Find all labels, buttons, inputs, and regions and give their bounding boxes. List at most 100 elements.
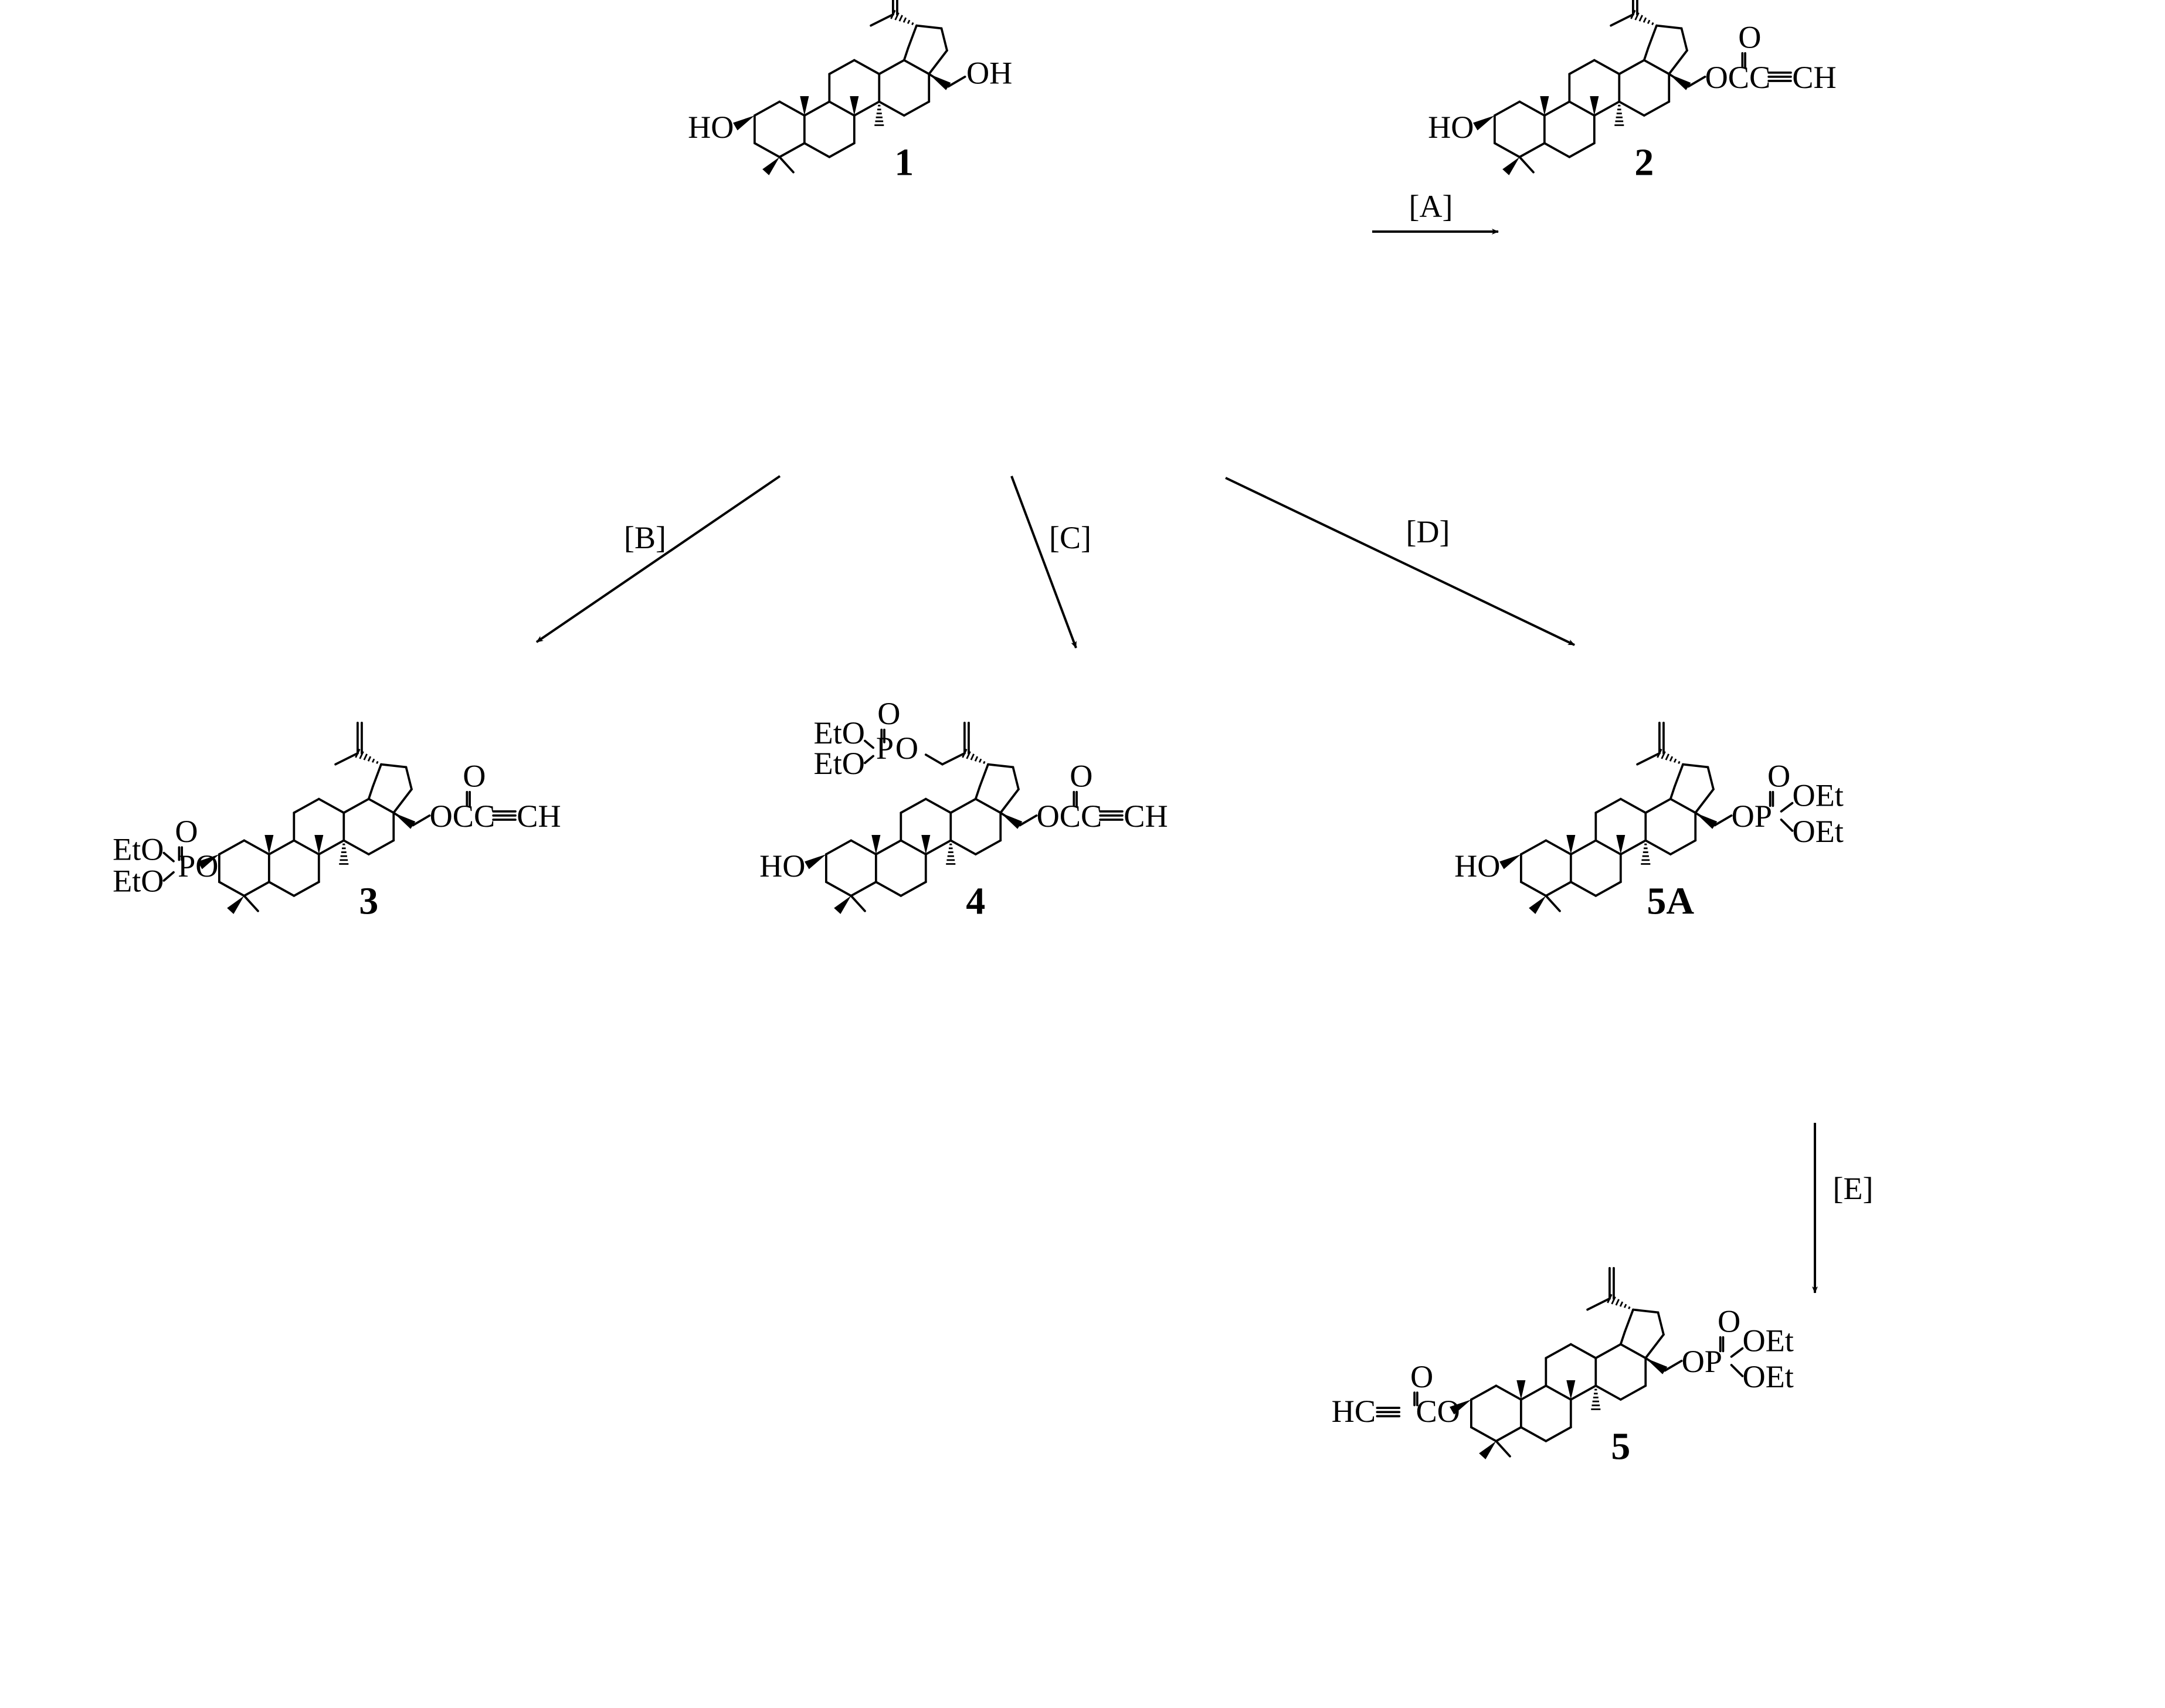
bond xyxy=(1545,1426,1572,1442)
bond xyxy=(824,881,853,897)
c28-wedge xyxy=(1000,813,1023,829)
bond xyxy=(1623,1308,1634,1333)
methyl-wedge xyxy=(1616,834,1626,854)
arrow-D-label: [D] xyxy=(1406,514,1450,549)
methyl-wedge xyxy=(762,157,780,175)
carbonyl-oxygen-label: O xyxy=(1070,758,1092,793)
bond xyxy=(753,100,781,117)
bond xyxy=(371,763,382,788)
hash-stroke xyxy=(974,756,979,762)
hash-stroke xyxy=(1628,1306,1631,1309)
compound-number-label: 4 xyxy=(966,880,985,922)
bond xyxy=(380,763,408,769)
ethoxy-label: OEt xyxy=(1742,1323,1793,1358)
isopropenyl-hashed xyxy=(962,748,986,764)
bond xyxy=(928,49,948,76)
bond xyxy=(878,100,905,117)
bond xyxy=(1619,1343,1647,1360)
bond xyxy=(267,881,296,897)
bond xyxy=(874,839,902,855)
bond xyxy=(987,763,1014,769)
bond xyxy=(1694,788,1715,814)
isopropenyl-methyl xyxy=(941,752,966,766)
phosphate-ester-label: PO xyxy=(178,848,218,884)
arrow-B-label: [B] xyxy=(624,520,666,555)
bond xyxy=(1632,1308,1660,1314)
bond xyxy=(1543,142,1571,158)
ester-label: OCC xyxy=(1705,60,1771,95)
bond xyxy=(949,797,977,814)
isopropenyl-hashed xyxy=(1657,748,1681,764)
bond xyxy=(1568,142,1596,158)
arrow-C-label: [C] xyxy=(1049,520,1091,555)
compound-number-label: 5 xyxy=(1611,1425,1630,1468)
bond xyxy=(1012,766,1020,790)
hash-stroke xyxy=(1615,1299,1620,1306)
isopropenyl-methyl xyxy=(1636,752,1661,766)
bond xyxy=(218,881,246,897)
hash-stroke xyxy=(970,753,975,760)
bond xyxy=(1495,1426,1522,1442)
bond xyxy=(1669,797,1697,814)
hydroxyl-label: OH xyxy=(966,56,1012,91)
methyl-wedge xyxy=(1566,834,1576,854)
terminal-ch-label: CH xyxy=(1792,60,1836,95)
hydroxyl-label: HO xyxy=(1454,848,1500,884)
bond xyxy=(317,839,345,855)
compound-number-label: 2 xyxy=(1634,141,1654,184)
methyl-bond xyxy=(1495,1439,1511,1458)
bond xyxy=(1669,839,1697,855)
methyl-wedge xyxy=(314,834,324,854)
methyl-wedge xyxy=(1516,1380,1526,1400)
bond xyxy=(1619,1384,1647,1401)
ch2-o-bond xyxy=(1687,76,1706,88)
hash-stroke xyxy=(978,758,982,763)
ester-label: OCC xyxy=(1037,799,1102,834)
methyl-hashed xyxy=(874,104,884,126)
bond xyxy=(1655,24,1683,30)
bond xyxy=(924,839,952,855)
p-oet-bond xyxy=(162,871,175,882)
isopropenyl-methyl xyxy=(870,13,894,27)
bond xyxy=(803,142,831,158)
bond xyxy=(828,142,856,158)
bond xyxy=(1618,59,1645,76)
hash-stroke xyxy=(1647,19,1651,24)
bond xyxy=(1594,881,1622,897)
bond xyxy=(1518,100,1546,117)
c28-wedge xyxy=(1695,813,1718,829)
bond xyxy=(850,839,877,855)
p-oet-bond xyxy=(1730,1364,1744,1377)
bond xyxy=(1669,785,1676,800)
bond xyxy=(1647,24,1658,49)
ch2-o-bond xyxy=(1664,1360,1683,1372)
bond xyxy=(753,142,781,158)
arrow-C: [C] xyxy=(1010,476,1091,648)
c3-oxygen-wedge xyxy=(198,854,219,870)
phosphate-ester-label: OP xyxy=(1682,1344,1722,1379)
terminal-ch-label: CH xyxy=(1124,799,1168,834)
bond xyxy=(824,839,853,855)
ethoxy-label: EtO xyxy=(113,831,164,867)
arrow-E: [E] xyxy=(1812,1123,1873,1293)
hash-stroke xyxy=(1623,1303,1627,1308)
phosphate-ester-label: OP xyxy=(1732,799,1772,834)
bond xyxy=(1568,100,1596,117)
methyl-bond xyxy=(1518,155,1535,174)
bond xyxy=(778,100,806,117)
bond xyxy=(1668,49,1688,76)
terminal-ch-label: CH xyxy=(517,799,561,834)
bond xyxy=(1673,763,1684,788)
hash-stroke xyxy=(1678,760,1681,764)
bond xyxy=(367,797,395,814)
hash-stroke xyxy=(371,758,375,763)
compound-number-label: 3 xyxy=(359,880,378,922)
ethoxy-label: EtO xyxy=(814,715,865,751)
bond xyxy=(900,881,927,897)
methyl-hashed xyxy=(339,843,349,865)
